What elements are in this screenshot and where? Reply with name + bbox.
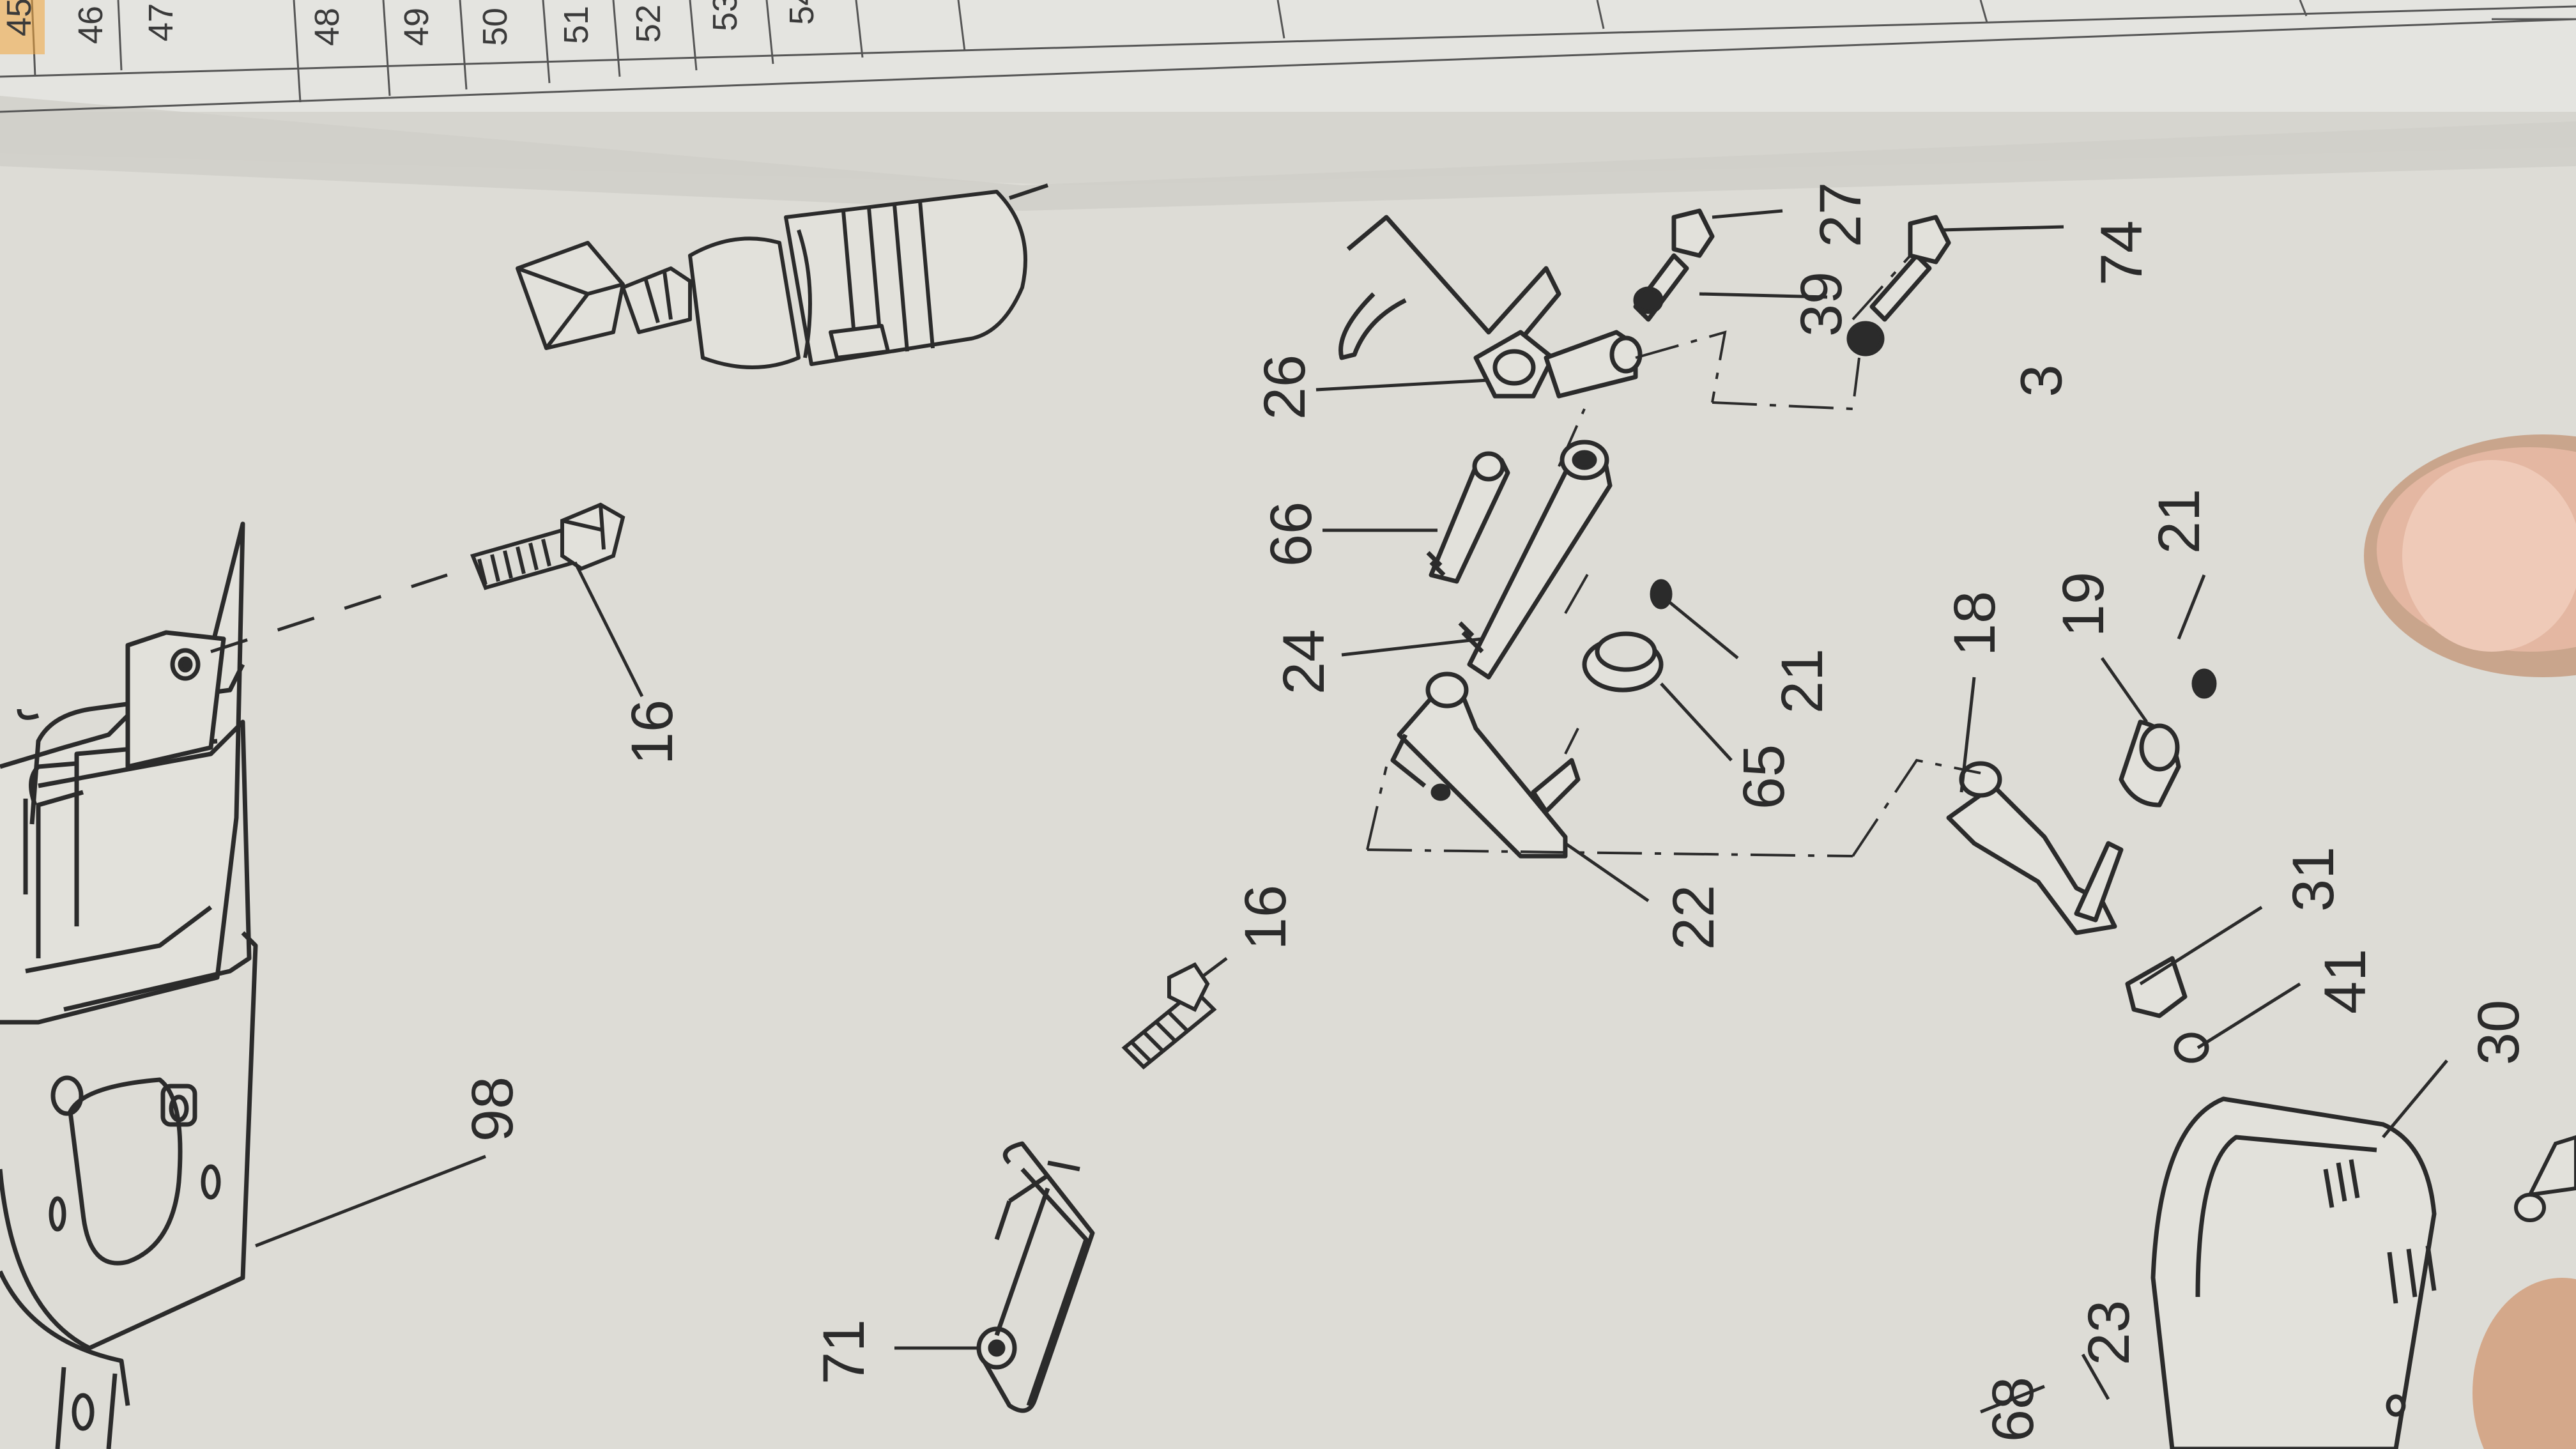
assembly-lines bbox=[1366, 254, 1981, 857]
part-label-19: 19 bbox=[2051, 571, 2117, 638]
part-label-39: 39 bbox=[1789, 271, 1855, 337]
part-label-30: 30 bbox=[2466, 999, 2532, 1066]
leader-lines bbox=[255, 209, 2448, 1414]
part-label-22: 22 bbox=[1661, 884, 1727, 951]
index-number: 45 bbox=[0, 0, 39, 37]
lever-assembly bbox=[1338, 208, 2217, 1063]
index-number: 49 bbox=[397, 7, 436, 47]
index-number: 53 bbox=[706, 0, 745, 32]
bracket-part-98 bbox=[0, 521, 258, 1449]
part-label-41: 41 bbox=[2313, 948, 2379, 1015]
part-label-98: 98 bbox=[460, 1076, 526, 1142]
index-number: 50 bbox=[476, 7, 515, 47]
index-number: 47 bbox=[142, 3, 181, 42]
index-number: 51 bbox=[557, 5, 596, 45]
part-label-16-mid: 16 bbox=[1233, 884, 1299, 951]
part-label-68: 68 bbox=[1981, 1376, 2046, 1443]
index-number: 54 bbox=[783, 0, 822, 26]
index-number: 46 bbox=[72, 5, 111, 45]
thread-guide-assembly bbox=[516, 183, 1048, 369]
index-number: 52 bbox=[629, 4, 668, 43]
part-label-27: 27 bbox=[1808, 181, 1874, 248]
cover-part-30 bbox=[2150, 1096, 2437, 1449]
part-label-24: 24 bbox=[1271, 629, 1337, 695]
part-label-3: 3 bbox=[2009, 364, 2074, 397]
part-label-21-mid: 21 bbox=[1770, 648, 1836, 714]
part-label-26: 26 bbox=[1252, 354, 1318, 420]
part-label-18: 18 bbox=[1942, 590, 2008, 657]
manual-page bbox=[0, 147, 2576, 1449]
part-label-16-upper: 16 bbox=[620, 699, 686, 765]
index-number: 48 bbox=[308, 7, 347, 47]
part-label-74: 74 bbox=[2089, 220, 2155, 286]
bracket-part-71 bbox=[976, 1141, 1095, 1413]
index-strip-grid bbox=[0, 0, 2576, 113]
part-label-23: 23 bbox=[2076, 1300, 2142, 1366]
leader-16-mid bbox=[1200, 957, 1228, 979]
page-fold-shadow bbox=[0, 96, 2576, 211]
screw-part-30-side bbox=[2514, 1135, 2576, 1222]
part-label-21-lower: 21 bbox=[2147, 488, 2212, 555]
part-label-71: 71 bbox=[811, 1319, 877, 1385]
part-label-31: 31 bbox=[2281, 846, 2347, 912]
part-label-65: 65 bbox=[1731, 744, 1797, 810]
index-highlight bbox=[0, 0, 45, 54]
leader-16-upper bbox=[573, 561, 644, 698]
part-label-66: 66 bbox=[1259, 501, 1324, 567]
screw-part-16-mid bbox=[1121, 962, 1217, 1070]
finger-icon bbox=[2364, 434, 2576, 1449]
